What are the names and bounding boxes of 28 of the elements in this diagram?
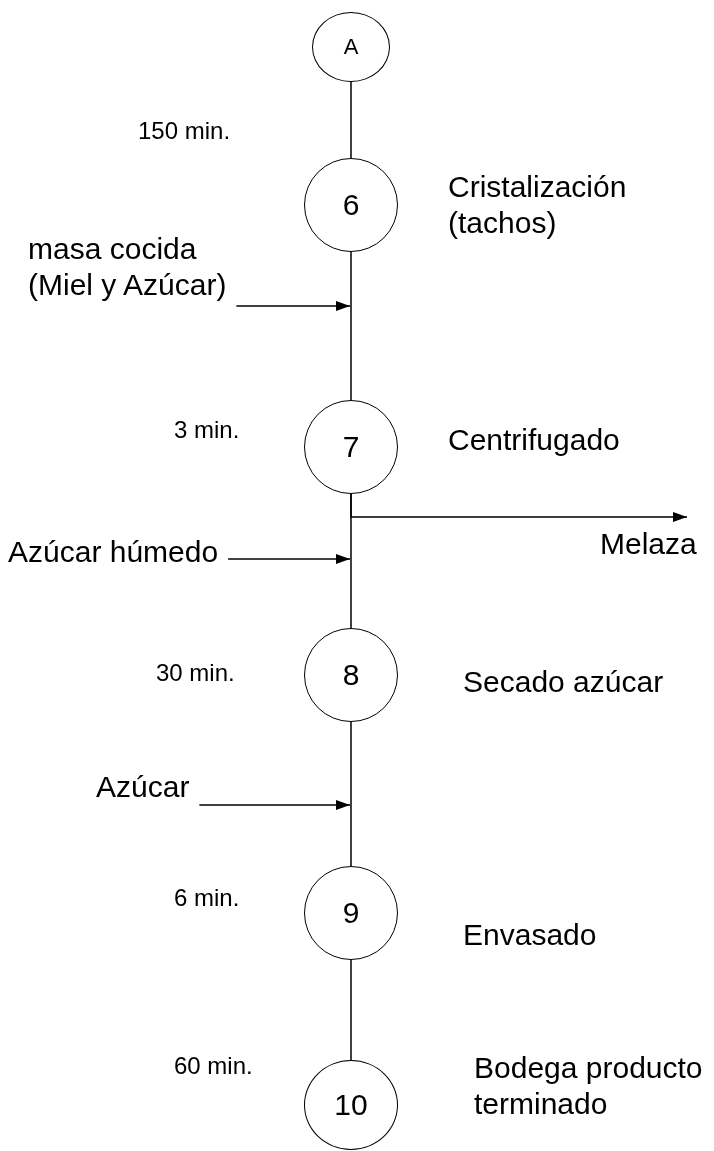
duration-label: 30 min. xyxy=(156,658,235,688)
duration-label: 60 min. xyxy=(174,1051,253,1081)
flow-label: Melaza xyxy=(600,517,710,562)
duration-label: 3 min. xyxy=(174,415,240,445)
flow-line xyxy=(350,959,352,1061)
step-number: 6 xyxy=(342,190,360,220)
duration-label: 150 min. xyxy=(138,116,231,146)
operation-label: Envasado xyxy=(463,917,598,953)
operation-label: Secado azúcar xyxy=(463,664,665,700)
step-number: 8 xyxy=(342,660,360,690)
flow-line xyxy=(350,721,352,867)
duration-label: 6 min. xyxy=(174,883,240,913)
flow-label: masa cocida (Miel y Azúcar) xyxy=(28,231,241,309)
flow-arrow xyxy=(198,800,351,810)
step-number: 7 xyxy=(342,432,360,462)
operation-label: Centrifugado xyxy=(448,422,621,458)
step-number: A xyxy=(343,36,359,58)
flow-label: Azúcar xyxy=(96,769,241,811)
flow-line xyxy=(350,493,352,629)
flow-label: Azúcar húmedo xyxy=(8,534,241,570)
step-number: 10 xyxy=(334,1090,368,1120)
step-number: 9 xyxy=(342,898,360,928)
flow-arrow xyxy=(227,554,351,564)
operation-label: Cristalización (tachos) xyxy=(448,169,628,241)
flow-line xyxy=(350,81,352,159)
flow-line xyxy=(350,251,352,401)
flow-arrow xyxy=(235,301,351,311)
operation-label: Bodega producto terminado xyxy=(474,1050,704,1122)
